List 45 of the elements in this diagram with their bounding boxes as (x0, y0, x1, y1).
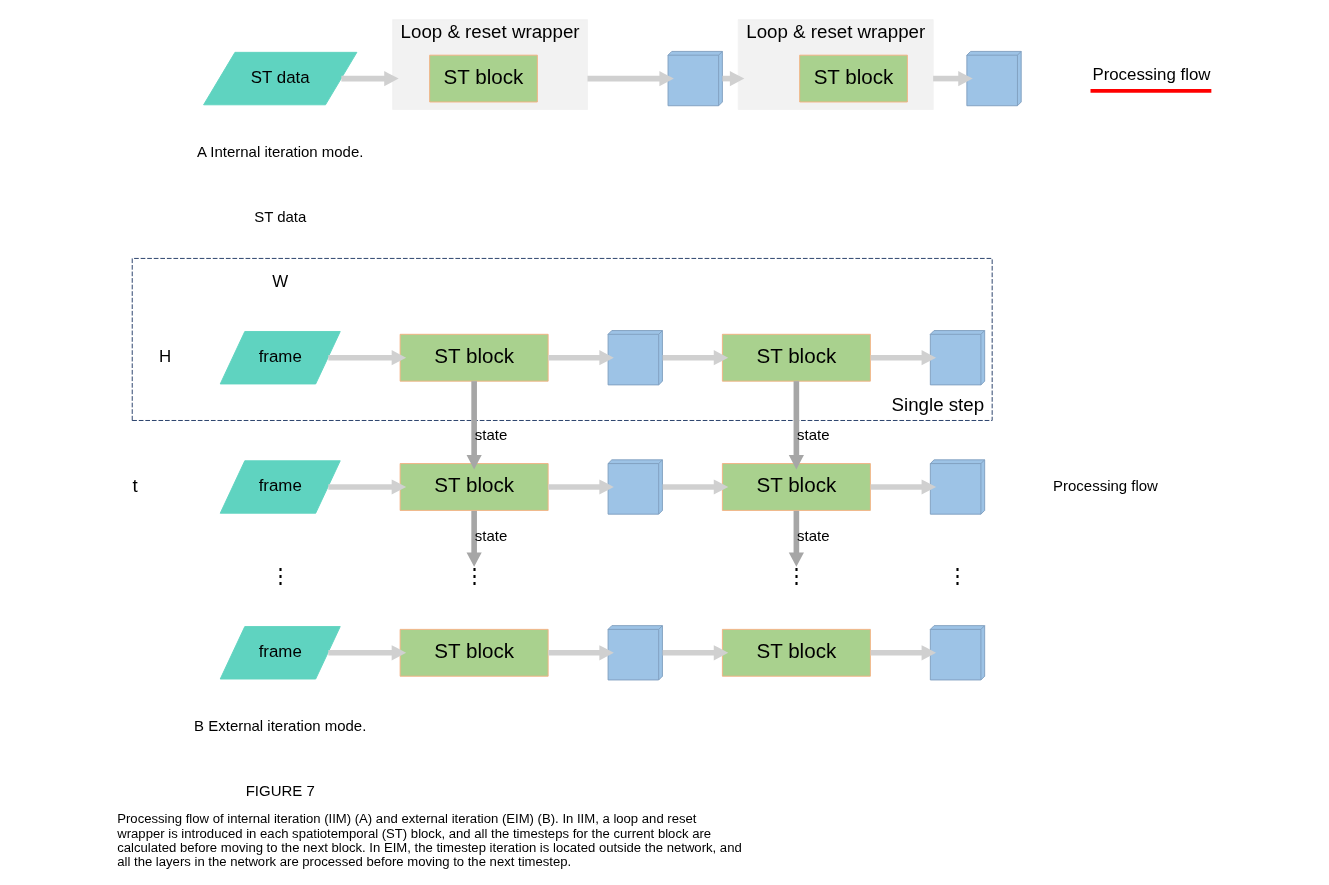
arrow (788, 510, 804, 567)
edge-label: state (474, 527, 507, 545)
label: FIGURE 7 (245, 781, 315, 799)
arrow (870, 479, 936, 495)
arrow (662, 350, 728, 366)
label: H (158, 346, 171, 366)
label: Processing flow (1052, 476, 1158, 494)
arrow (327, 645, 406, 661)
arrow (587, 71, 674, 87)
arrow (340, 71, 399, 87)
label: B External iteration mode. (193, 717, 366, 735)
edge-label: state (796, 527, 829, 545)
node-text: ⋮ (269, 564, 291, 588)
arrow (466, 381, 482, 470)
arrow (327, 350, 406, 366)
label: ST data (253, 207, 306, 225)
node-box: ST block (721, 628, 871, 677)
arrow (547, 350, 614, 366)
label: t (131, 474, 138, 496)
node-text: ⋮ (946, 564, 968, 588)
node-text: ⋮ (785, 564, 807, 588)
arrow (788, 381, 804, 470)
node-box: ST block (721, 463, 871, 511)
node-box: ST block (721, 333, 871, 382)
arrow (662, 479, 728, 495)
arrow (870, 350, 936, 366)
label: W (271, 271, 288, 291)
label: A Internal iteration mode. (196, 143, 363, 161)
legend-label: Processing flow (1091, 64, 1210, 84)
node-box: ST block (399, 333, 549, 382)
arrow (466, 510, 482, 567)
arrow (327, 479, 406, 495)
arrow (870, 645, 936, 661)
node-box: ST block (399, 628, 549, 677)
node-box: ST block (798, 54, 908, 103)
node-box: ST block (399, 463, 549, 511)
caption: Processing flow of internal iteration (IIM) (A) and external iteration (EIM) (B). In IIM, a loop and reset wrapper is introduced in each spatiotemporal (ST) block, and all the timesteps for the current block are calculated before moving to the next block. In EIM, the timestep iteration is located outside the network, and all the layers in the network are processed before moving to the next timestep. (116, 811, 742, 869)
node-text: ⋮ (463, 564, 485, 588)
arrow (547, 645, 614, 661)
edge-label: state (796, 425, 829, 443)
arrow (547, 479, 614, 495)
edge-label: state (474, 425, 507, 443)
arrow (932, 71, 973, 87)
node-box: ST block (428, 54, 538, 103)
arrow (662, 645, 728, 661)
